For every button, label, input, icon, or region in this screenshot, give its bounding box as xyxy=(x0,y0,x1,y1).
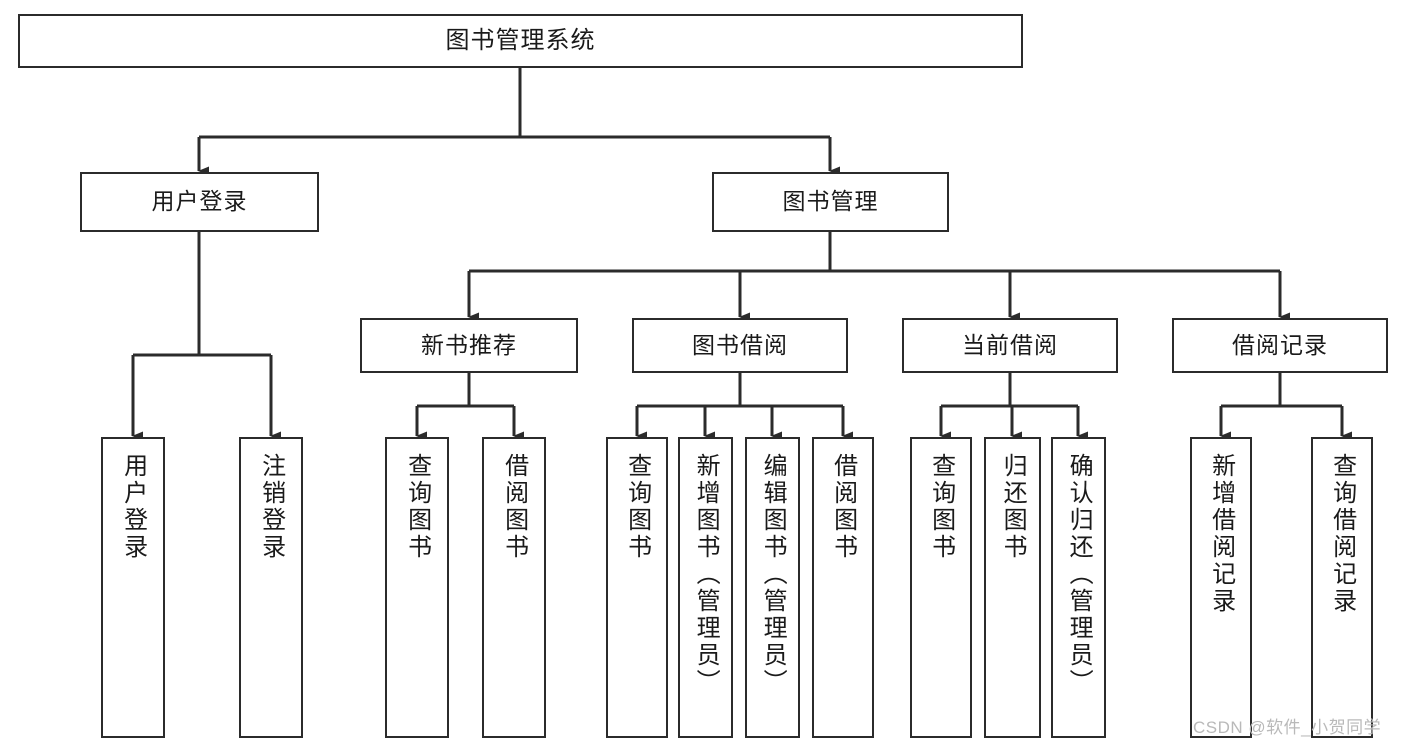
node-label-c-confirm: 确认归还（管理员） xyxy=(1065,453,1093,696)
node-records[interactable]: 借阅记录 xyxy=(1172,318,1388,373)
node-login[interactable]: 用户登录 xyxy=(80,172,319,232)
node-c-confirm[interactable]: 确认归还（管理员） xyxy=(1051,437,1106,738)
node-label-borrow: 图书借阅 xyxy=(692,331,788,358)
node-l-login[interactable]: 用户登录 xyxy=(101,437,165,738)
node-label-records: 借阅记录 xyxy=(1232,331,1328,358)
node-label-l-login: 用户登录 xyxy=(119,453,147,561)
node-label-c-return: 归还图书 xyxy=(999,453,1027,561)
node-b-add[interactable]: 新增图书（管理员） xyxy=(678,437,733,738)
node-borrow[interactable]: 图书借阅 xyxy=(632,318,848,373)
node-label-r-add: 新增借阅记录 xyxy=(1207,453,1235,615)
node-label-b-query: 查询图书 xyxy=(623,453,651,561)
node-c-return[interactable]: 归还图书 xyxy=(984,437,1041,738)
node-label-bookmgmt: 图书管理 xyxy=(782,188,879,215)
node-label-n-borrow: 借阅图书 xyxy=(500,453,528,561)
node-r-query[interactable]: 查询借阅记录 xyxy=(1311,437,1373,738)
node-root[interactable]: 图书管理系统 xyxy=(18,14,1023,68)
node-label-l-logout: 注销登录 xyxy=(257,453,285,561)
node-label-newbooks: 新书推荐 xyxy=(421,331,517,358)
node-current[interactable]: 当前借阅 xyxy=(902,318,1118,373)
node-label-b-edit: 编辑图书（管理员） xyxy=(759,453,787,696)
node-b-lend[interactable]: 借阅图书 xyxy=(812,437,874,738)
watermark-csdn: CSDN @软件_小贺同学 xyxy=(1193,718,1382,737)
node-n-borrow[interactable]: 借阅图书 xyxy=(482,437,546,738)
node-l-logout[interactable]: 注销登录 xyxy=(239,437,303,738)
node-label-r-query: 查询借阅记录 xyxy=(1328,453,1356,615)
node-label-root: 图书管理系统 xyxy=(445,26,596,54)
node-label-current: 当前借阅 xyxy=(962,331,1058,358)
node-label-login: 用户登录 xyxy=(151,188,248,215)
node-c-query[interactable]: 查询图书 xyxy=(910,437,972,738)
node-n-query[interactable]: 查询图书 xyxy=(385,437,449,738)
node-bookmgmt[interactable]: 图书管理 xyxy=(712,172,949,232)
node-b-edit[interactable]: 编辑图书（管理员） xyxy=(745,437,800,738)
node-r-add[interactable]: 新增借阅记录 xyxy=(1190,437,1252,738)
node-b-query[interactable]: 查询图书 xyxy=(606,437,668,738)
node-newbooks[interactable]: 新书推荐 xyxy=(360,318,578,373)
node-label-n-query: 查询图书 xyxy=(403,453,431,561)
node-label-b-lend: 借阅图书 xyxy=(829,453,857,561)
node-label-b-add: 新增图书（管理员） xyxy=(692,453,720,696)
node-label-c-query: 查询图书 xyxy=(927,453,955,561)
